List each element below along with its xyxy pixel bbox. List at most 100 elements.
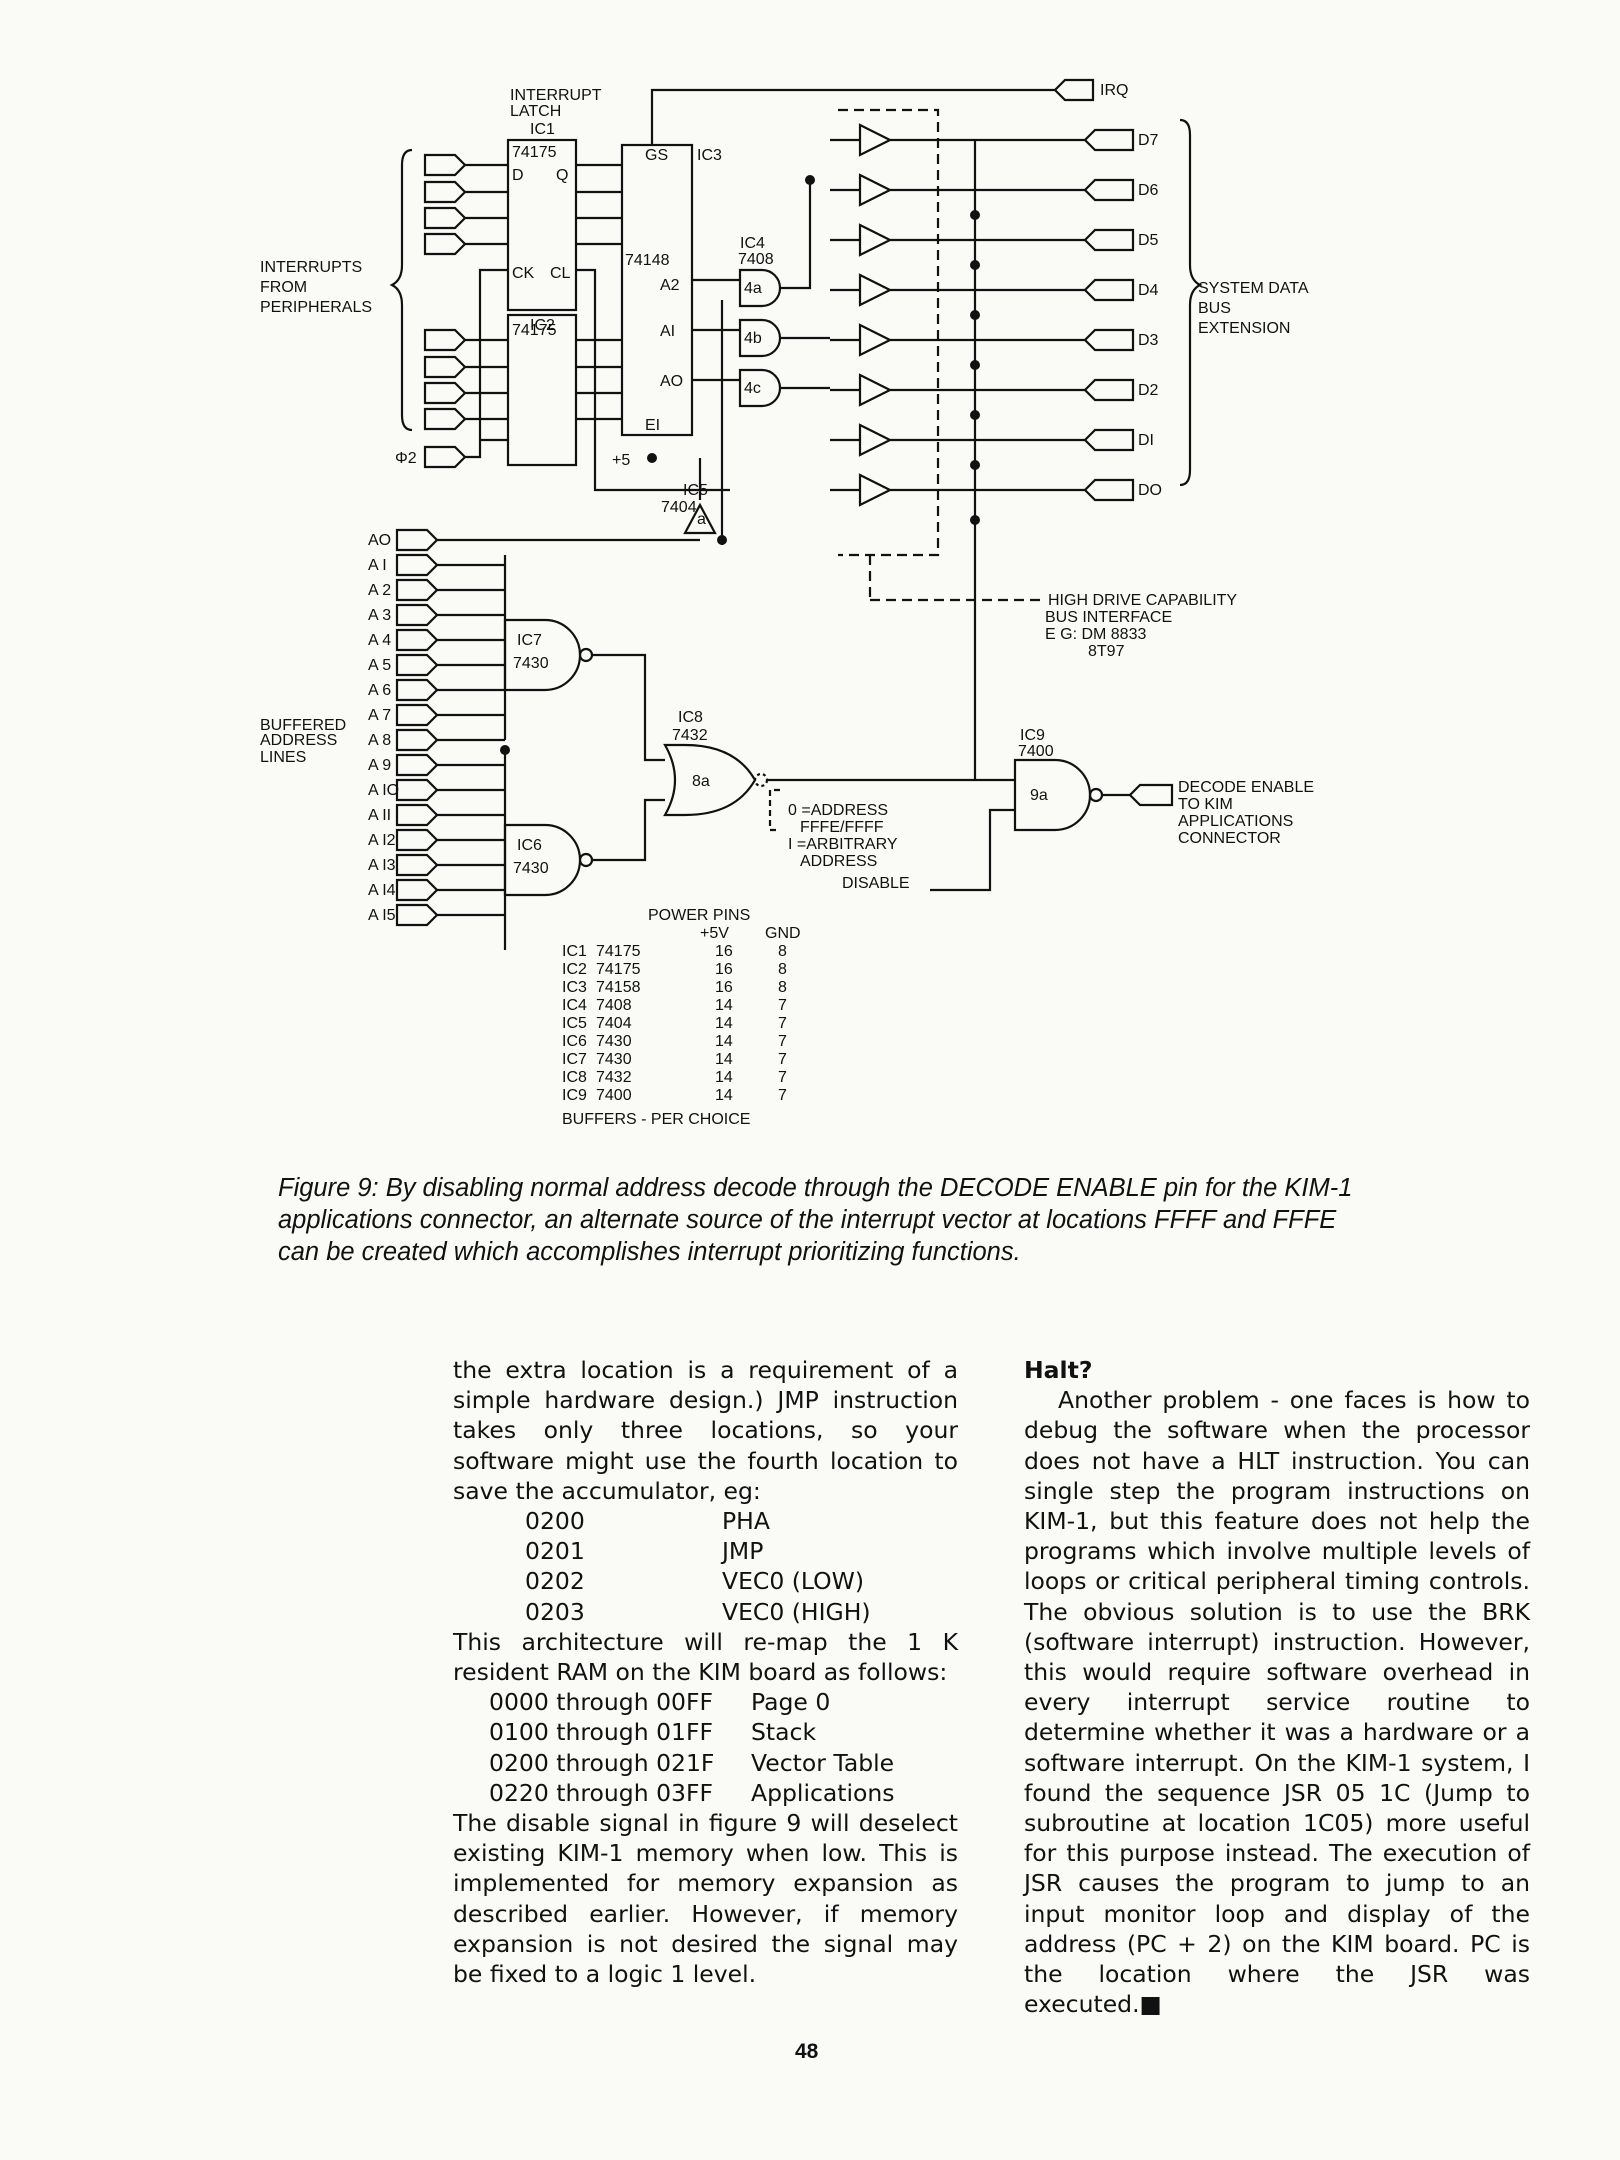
right-column: Halt? Another problem - one faces is how… [1024,1355,1530,2019]
schematic-labels: INTERRUPT LATCH IC1 74175 IC2 74175 IC3 … [260,82,1314,1128]
buffers-note: BUFFERS - PER CHOICE [562,1111,750,1128]
bus-interface-1: HIGH DRIVE CAPABILITY [1048,592,1237,609]
power-col-5v: +5V [700,925,729,942]
gate-4c: 4c [744,380,761,397]
ic5-label: IC5 [683,482,708,499]
code-instruction: VEC0 (HIGH) [722,1597,871,1626]
power-cell: 14 [715,1051,733,1068]
figure-caption: Figure 9: By disabling normal address de… [278,1174,1353,1266]
system-bus-3: EXTENSION [1198,320,1290,337]
power-cell: 7 [778,1069,787,1086]
peripheral-connectors [423,153,508,469]
system-bus-1: SYSTEM DATA [1198,280,1309,297]
decode-enable-4: CONNECTOR [1178,830,1281,847]
power-cell: IC4 [562,997,587,1014]
left-column: the extra location is a requirement of a… [453,1355,958,1989]
code-address: 0203 [525,1597,585,1626]
power-cell: IC9 [562,1087,587,1104]
addr-a15: A I5 [368,907,396,924]
code-instruction: JMP [722,1537,764,1566]
ic1-part: 74175 [512,144,557,161]
ic3-box [620,143,694,437]
power-cell: 7400 [596,1087,632,1104]
code-address: 0200 [525,1507,585,1536]
buffer-row [830,123,1085,780]
power-cell: IC1 [562,943,587,960]
code-instruction: VEC0 (LOW) [722,1567,865,1596]
gate-4a: 4a [744,280,762,297]
power-cell: 74175 [596,961,641,978]
data-line-d7: D7 [1138,132,1159,149]
power-cell: IC2 [562,961,587,978]
bus-interface-2: BUS INTERFACE [1045,609,1172,626]
ic8-part: 7432 [672,727,708,744]
addr-a0: AO [368,532,391,549]
code-address: 0202 [525,1567,585,1596]
code-listing: 0200 PHA 0201 JMP 0202 VEC0 (LOW) 0203 VEC0 … [453,1506,958,1627]
pin-ei: EI [645,417,660,434]
junction-dots [500,175,980,755]
pin-cl: CL [550,265,571,282]
address-connectors [395,528,700,950]
address-note-4: ADDRESS [800,853,877,870]
phi2-label: Φ2 [395,450,417,467]
schematic-figure: INTERRUPT LATCH IC1 74175 IC2 74175 IC3 … [260,78,1314,1128]
ic9-part: 7400 [1018,743,1054,760]
pin-q: Q [556,167,568,184]
ic1-label: IC1 [530,121,555,138]
map-use: Stack [751,1718,817,1747]
power-cell: 7 [778,1015,787,1032]
power-cell: 14 [715,1015,733,1032]
map-range: 0220 through 03FF [489,1778,714,1807]
latch-title-1: INTERRUPT [510,87,602,104]
gate-4b: 4b [744,330,762,347]
power-cell: 16 [715,943,733,960]
plus5-label: +5 [612,452,630,469]
ic3-part: 74148 [625,252,670,269]
latch-title-2: LATCH [510,103,561,120]
map-range: 0100 through 01FF [489,1718,714,1747]
data-line-d3: D3 [1138,332,1159,349]
power-cell: 7430 [596,1033,632,1050]
ic2-part: 74175 [512,322,557,339]
decode-enable-3: APPLICATIONS [1178,813,1293,830]
pin-a2: A2 [660,277,680,294]
addr-a13: A I3 [368,857,396,874]
pin-a1: AI [660,323,675,340]
interrupts-from-2: FROM [260,279,307,296]
interrupts-from-1: INTERRUPTS [260,259,362,276]
power-cell: 74158 [596,979,641,996]
data-line-d1: DI [1138,432,1154,449]
map-use: Page 0 [751,1688,831,1717]
code-line: 0202 VEC0 (LOW) [453,1566,958,1596]
interrupts-from-3: PERIPHERALS [260,299,372,316]
gate-8a: 8a [692,773,710,790]
ic3-label: IC3 [697,147,722,164]
addr-a6: A 6 [368,682,391,699]
ic7-label: IC7 [517,632,542,649]
power-cell: 7 [778,1051,787,1068]
power-cell: 16 [715,979,733,996]
power-cell: IC7 [562,1051,587,1068]
power-cell: 16 [715,961,733,978]
irq-label: IRQ [1100,82,1128,99]
ic2-label: IC2 [530,317,555,334]
ic1-box [506,138,578,312]
addr-a14: A I4 [368,882,396,899]
code-address: 0201 [525,1537,585,1566]
bus-interface-4: 8T97 [1088,643,1125,660]
map-range: 0200 through 021F [489,1748,715,1777]
pin-a0: AO [660,373,683,390]
code-instruction: PHA [722,1507,770,1536]
data-line-d6: D6 [1138,182,1159,199]
ic7-part: 7430 [513,655,549,672]
power-cell: IC5 [562,1015,587,1032]
addr-a10: A IO [368,782,399,799]
power-cell: 14 [715,997,733,1014]
system-bus-2: BUS [1198,300,1231,317]
addr-a11: A II [368,807,391,824]
decode-enable-2: TO KIM [1178,796,1233,813]
